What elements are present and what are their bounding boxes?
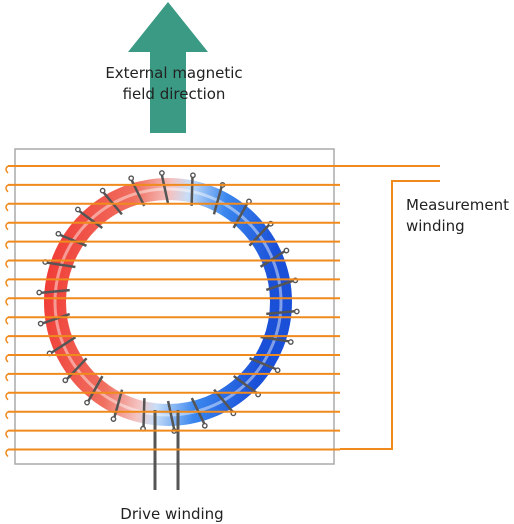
up-arrow-icon bbox=[128, 2, 208, 133]
drive-winding-turn bbox=[166, 400, 176, 430]
drive-winding-curl bbox=[36, 289, 43, 296]
drive-winding-turn bbox=[265, 279, 294, 292]
measurement-winding-hook bbox=[5, 354, 9, 363]
drive-winding-curl bbox=[99, 187, 106, 194]
measurement-winding-hook bbox=[5, 373, 9, 382]
drive-winding-turn bbox=[260, 335, 290, 343]
measurement-winding-hook bbox=[5, 316, 9, 325]
measurement-winding-hook bbox=[5, 222, 9, 231]
measurement-winding-hook bbox=[5, 335, 9, 344]
drive-winding-curl bbox=[190, 172, 196, 179]
measurement-winding-label-line1: Measurement bbox=[406, 196, 509, 214]
drive-winding-curl bbox=[37, 320, 44, 327]
drive-winding-curl bbox=[158, 170, 165, 176]
drive-winding-turn bbox=[266, 310, 295, 316]
measurement-winding-return-lower bbox=[340, 180, 440, 450]
measurement-winding-hook bbox=[5, 241, 9, 250]
measurement-winding-label-line2: winding bbox=[406, 217, 465, 235]
drive-winding-turn bbox=[249, 357, 277, 371]
drive-winding-curl bbox=[283, 247, 290, 254]
drive-winding-curl bbox=[274, 367, 281, 374]
field-direction-label-line1: External magnetic bbox=[105, 64, 242, 82]
measurement-winding bbox=[5, 165, 340, 458]
measurement-winding-hook bbox=[5, 411, 9, 420]
drive-winding-label: Drive winding bbox=[120, 505, 223, 523]
drive-winding-turn bbox=[78, 209, 104, 229]
measurement-winding-hook bbox=[5, 184, 9, 193]
measurement-winding-hook bbox=[5, 259, 9, 269]
drive-winding-curl bbox=[110, 416, 117, 422]
drive-winding-curl bbox=[55, 230, 62, 237]
drive-winding-turn bbox=[87, 375, 104, 402]
drive-winding-curl bbox=[128, 175, 135, 182]
measurement-winding-hook bbox=[5, 203, 9, 212]
drive-winding-turn bbox=[50, 336, 77, 354]
drive-winding-turn bbox=[259, 250, 286, 268]
drive-winding-curl bbox=[201, 422, 208, 429]
drive-winding-turn bbox=[46, 261, 76, 269]
measurement-winding-hook bbox=[5, 297, 9, 306]
drive-winding-curl bbox=[62, 377, 69, 384]
drive-winding-turn bbox=[66, 357, 88, 381]
drive-winding-curl bbox=[293, 308, 300, 315]
measurement-winding-hook bbox=[5, 165, 9, 174]
measurement-winding-hook bbox=[5, 448, 9, 458]
drive-winding-turn bbox=[212, 186, 223, 215]
drive-winding-turn bbox=[41, 288, 70, 294]
measurement-winding-hook bbox=[5, 392, 9, 401]
drive-winding-turn bbox=[42, 312, 71, 325]
drive-winding-turn bbox=[160, 174, 170, 204]
field-direction-arrow bbox=[128, 2, 208, 133]
drive-winding-curl bbox=[84, 399, 90, 406]
measurement-winding-hook bbox=[5, 278, 9, 287]
drive-winding-turn bbox=[59, 233, 87, 247]
drive-winding-curl bbox=[74, 206, 81, 213]
toroidal-core bbox=[44, 178, 292, 426]
drive-winding-curl bbox=[287, 339, 294, 345]
measurement-winding-hook bbox=[5, 430, 9, 439]
field-direction-label-line2: field direction bbox=[123, 85, 226, 103]
drive-winding-turn bbox=[190, 177, 194, 206]
drive-winding-turn bbox=[232, 375, 258, 395]
